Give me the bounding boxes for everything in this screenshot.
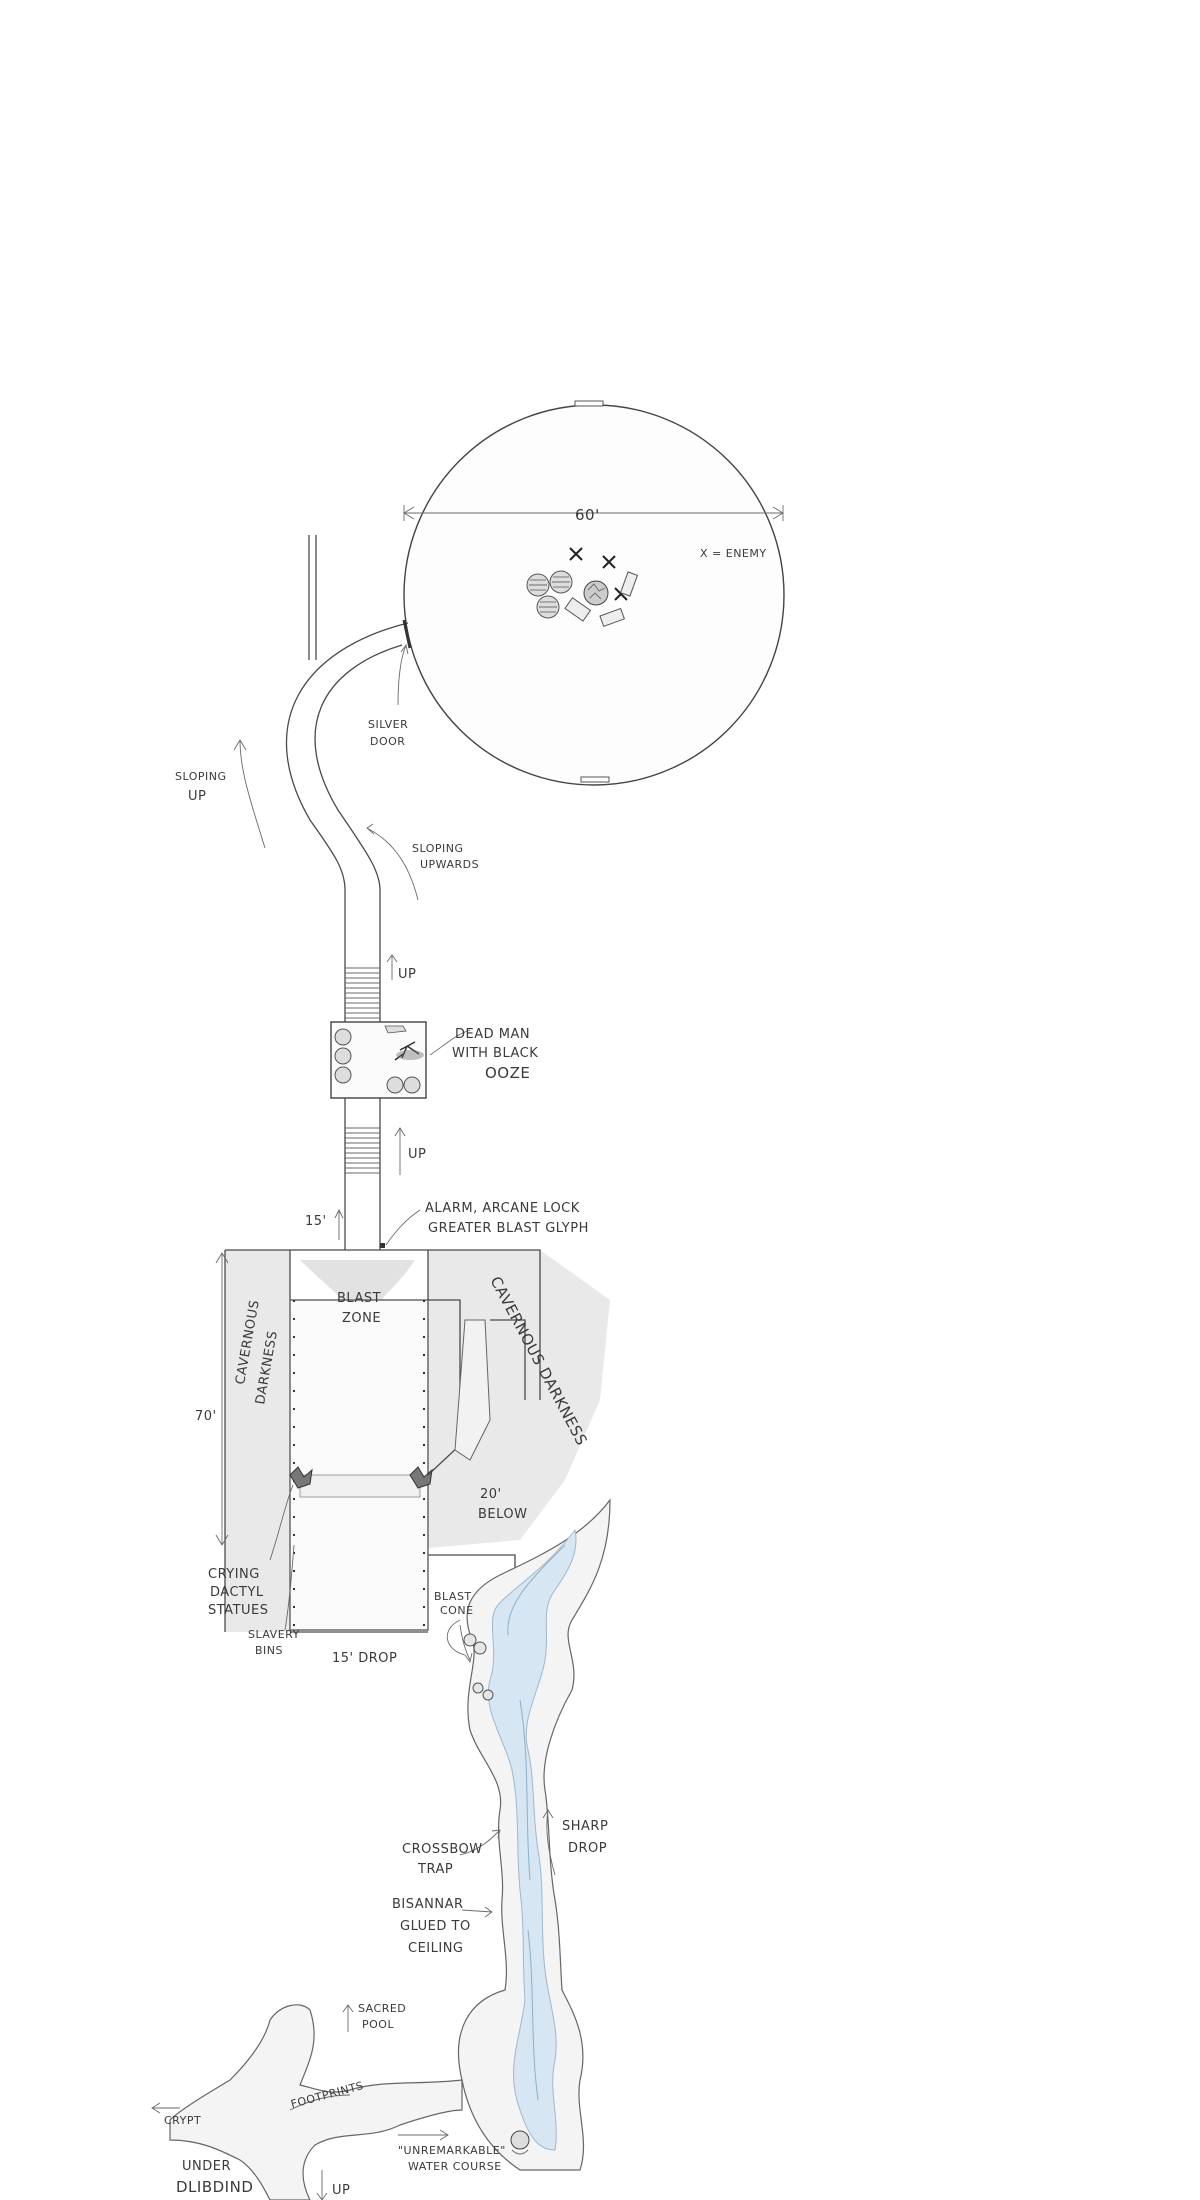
pointer-silver-door: [397, 643, 409, 706]
chamber-contents: [526, 547, 639, 628]
sacred-pool-label-1: SACRED: [358, 2002, 406, 2015]
enemy-marker: [602, 555, 616, 569]
crying-dactyl-label-2: DACTYL: [210, 1585, 264, 1600]
under-label: UNDER: [182, 2159, 231, 2174]
pointer-bisannar: [461, 1906, 493, 1918]
arrow-sloping-upwards: [366, 823, 419, 901]
bisannar-label-3: CEILING: [408, 1941, 464, 1956]
arrow-sloping-up: [233, 739, 266, 849]
crate-icon: [619, 571, 639, 597]
dead-man-room: [330, 1021, 427, 1099]
sharp-drop-label-1: SHARP: [562, 1819, 608, 1834]
rock-icon: [473, 1641, 487, 1655]
legend-enemy: X = ENEMY: [700, 547, 767, 560]
unremarkable-label-1: "UNREMARKABLE": [398, 2144, 506, 2157]
arrow-15: [334, 1208, 344, 1240]
pointer-slavery-bins: [284, 1544, 295, 1631]
sloping-upwards-label-1: SLOPING: [412, 842, 464, 855]
alarm-label-2: GREATER BLAST GLYPH: [428, 1221, 589, 1236]
rock-icon: [482, 1689, 494, 1701]
up-label-bottom: UP: [332, 2183, 350, 2198]
arrow-up-bottom: [316, 2170, 328, 2200]
bisannar-label-1: BISANNAR: [392, 1897, 464, 1912]
arrows: [151, 643, 556, 2200]
below-label: BELOW: [478, 1507, 528, 1522]
arrow-sharp-drop: [542, 1809, 556, 1876]
barrel-icon: [526, 573, 550, 597]
creature-icon: [510, 2130, 530, 2155]
dead-man-label-3: OOZE: [485, 1064, 530, 1082]
arrow-up: [386, 954, 398, 980]
enemy-marker: [569, 547, 583, 561]
crying-dactyl-label-1: CRYING: [208, 1567, 260, 1582]
dimension-60-label: 60': [575, 506, 600, 524]
arrow-footprints: [289, 2094, 351, 2111]
crate-icon: [599, 607, 626, 628]
depth-20-label: 20': [480, 1487, 502, 1502]
silver-door-label-2: DOOR: [370, 735, 405, 748]
dead-man-icon: [394, 1041, 424, 1061]
curved-passage: [285, 535, 412, 1050]
crossbow-trap-label-1: CROSSBOW: [402, 1842, 483, 1857]
rubble-pile-icon: [583, 580, 609, 606]
rock-icon: [472, 1682, 484, 1694]
unremarkable-label-2: WATER COURSE: [408, 2160, 502, 2173]
alarm-label-1: ALARM, ARCANE LOCK: [425, 1201, 580, 1216]
pointer-alarm: [385, 1209, 421, 1246]
dactyl-statue-icon: [409, 1466, 433, 1489]
bisannar-label-2: GLUED TO: [400, 1919, 471, 1934]
sloping-upwards-label-2: UPWARDS: [420, 858, 479, 871]
barrel-icon: [536, 595, 560, 619]
arrow-crypt: [151, 2102, 180, 2114]
sharp-drop-label-2: DROP: [568, 1841, 607, 1856]
dimension-15-label: 15': [305, 1214, 327, 1229]
dlibdind-label: DLIBDIND: [176, 2178, 253, 2196]
blast-zone-label-2: ZONE: [342, 1311, 381, 1326]
dactyl-statue-icon: [289, 1466, 313, 1489]
sloping-up-label-1: SLOPING: [175, 770, 227, 783]
dimension-70-label: 70': [195, 1409, 217, 1424]
stairs: [345, 967, 380, 1019]
drop-15-label: 15' DROP: [332, 1651, 397, 1666]
up-label: UP: [408, 1147, 426, 1162]
dimension-70: [215, 1252, 229, 1546]
barrel-icon: [386, 1076, 404, 1094]
dead-man-label-2: WITH BLACK: [452, 1046, 538, 1061]
crate-icon: [564, 597, 592, 622]
stairs: [345, 1127, 380, 1174]
crossbow-trap-label-2: TRAP: [417, 1862, 453, 1877]
pointer-crossbow-trap: [459, 1829, 501, 1856]
barrel-icon: [334, 1028, 352, 1046]
pointer-dead-man: [429, 1029, 471, 1056]
barrel-icon: [549, 570, 573, 594]
slavery-bins-label-1: SLAVERY: [248, 1628, 300, 1641]
pointer-crying-dactyl: [269, 1484, 294, 1561]
blast-zone-label-1: BLAST: [337, 1291, 381, 1306]
sloping-up-label-2: UP: [188, 789, 206, 804]
rock-icon: [463, 1633, 477, 1647]
river-cave: [447, 1498, 611, 2171]
blast-cone-label-1: BLAST: [434, 1590, 472, 1603]
slavery-bins-label-2: BINS: [255, 1644, 283, 1657]
barrel-icon: [334, 1047, 352, 1065]
crypt-label: CRYPT: [164, 2114, 201, 2127]
arrow-water-course: [398, 2129, 449, 2141]
up-label: UP: [398, 967, 416, 982]
blast-cone-label-2: CONE: [440, 1604, 474, 1617]
arrow-sacred-pool: [342, 2004, 354, 2032]
pointer-blast-cone: [459, 1624, 473, 1664]
silver-door-label-1: SILVER: [368, 718, 408, 731]
sacred-pool-label-2: POOL: [362, 2018, 394, 2031]
lower-caves: [169, 2004, 463, 2200]
barrel-icon: [334, 1066, 352, 1084]
arrow-up: [394, 1127, 406, 1175]
dead-man-label-1: DEAD MAN: [455, 1027, 530, 1042]
barrel-icon: [403, 1076, 421, 1094]
crying-dactyl-label-3: STATUES: [208, 1603, 269, 1618]
